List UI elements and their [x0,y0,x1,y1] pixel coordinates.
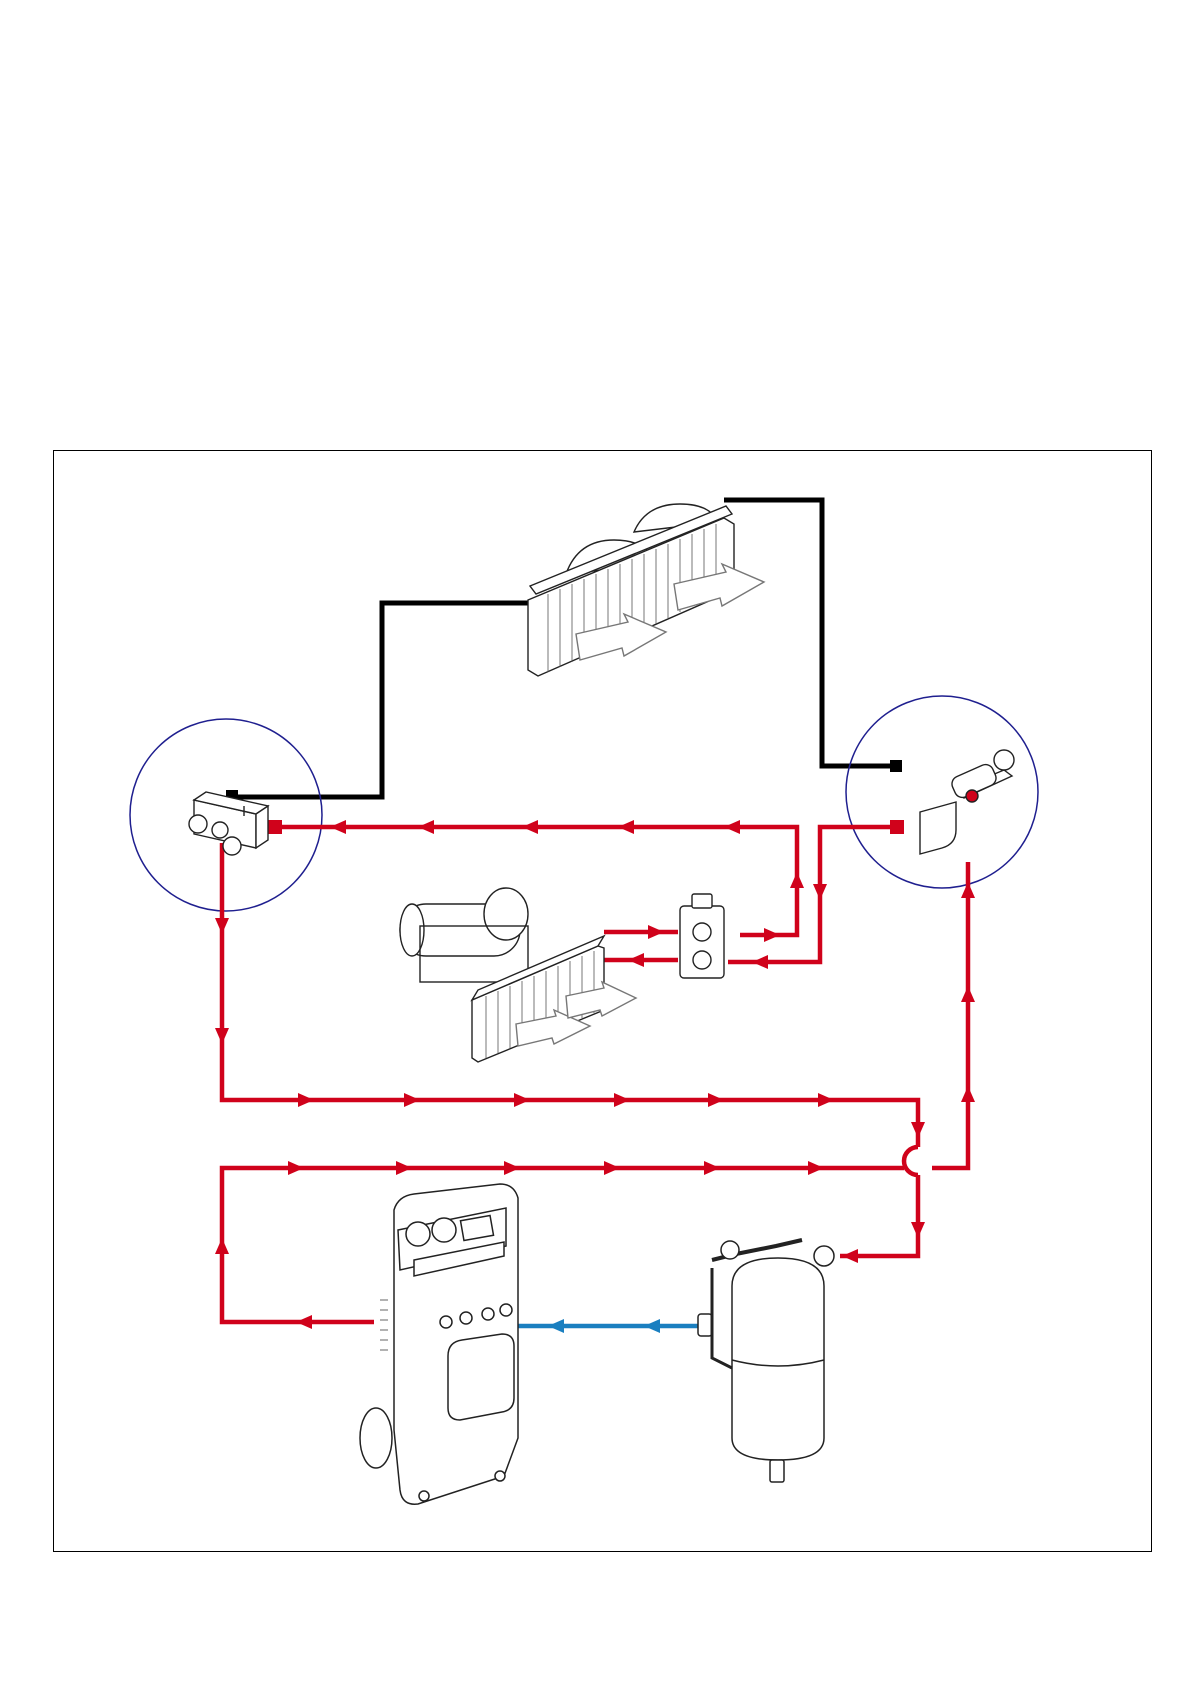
blower-wheel-right [484,888,528,940]
station-caster-1 [419,1491,429,1501]
arrow [790,872,804,888]
service-port [920,750,1014,854]
station-caster-2 [495,1471,505,1481]
expansion-valve [680,894,724,978]
station-wheel [360,1408,392,1468]
arrow [330,820,346,834]
arrow [752,955,768,969]
arrow [522,820,538,834]
receiver-tank [698,1240,834,1482]
arrow [396,1161,412,1175]
arrow [961,882,975,898]
arrow [961,1086,975,1102]
tank-side-valve [698,1314,712,1336]
refrigerant-lines [222,827,968,1322]
arrow [614,1093,630,1107]
switch-valve-1 [189,815,207,833]
arrow [704,1161,720,1175]
arrow [604,1161,620,1175]
arrow [504,1161,520,1175]
tank-valve-right [814,1246,834,1266]
station-coupler-4 [500,1304,512,1316]
station-coupler-2 [460,1312,472,1324]
tank-drain [770,1460,784,1482]
wire-terminal-right [890,760,902,772]
line-to-tank [840,1175,918,1256]
arrow [215,1238,229,1254]
arrow [215,918,229,934]
red-terminal-left [268,820,282,834]
arrow [648,925,664,939]
ac-service-station [360,1184,518,1504]
arrow [215,1028,229,1044]
flow-arrows [215,820,975,1329]
port-knob [994,750,1014,770]
station-coupler-1 [440,1316,452,1328]
port-bracket [920,802,956,854]
condenser-to-port-wire [724,500,896,766]
arrow [418,820,434,834]
arrow [808,1161,824,1175]
evaporator [400,888,636,1062]
arrow [813,884,827,900]
arrow [618,820,634,834]
service-port-detail-circle [846,696,1038,888]
arrow [296,1315,312,1329]
switch-valve-3 [223,837,241,855]
station-coupler-3 [482,1308,494,1320]
switch-to-condenser-wire [232,603,528,797]
port-nozzle [966,790,978,802]
arrow [911,1222,925,1238]
station-vents [380,1300,388,1350]
switch-side [256,806,268,848]
switch-valve-2 [212,822,228,838]
oil-arrow [644,1319,660,1333]
tank-body [732,1258,824,1460]
condenser [528,504,764,676]
arrow [818,1093,834,1107]
station-display [460,1216,493,1241]
arrow [842,1249,858,1263]
arrow [708,1093,724,1107]
arrow [404,1093,420,1107]
arrow [764,928,780,942]
arrow [514,1093,530,1107]
arrow [298,1093,314,1107]
station-door [448,1334,514,1420]
line-to-port [932,862,968,1168]
pressure-switch [189,792,268,855]
station-gauge-left [406,1222,430,1246]
arrow [911,1122,925,1138]
tank-side-pipe [712,1268,732,1368]
valve-port-1 [693,923,711,941]
oil-arrow [548,1319,564,1333]
arrow [961,986,975,1002]
valve-cap [692,894,712,908]
station-gauge-right [432,1218,456,1242]
arrow [724,820,740,834]
valve-port-2 [693,951,711,969]
line-top-supply [728,827,896,962]
arrow [288,1161,304,1175]
line-crossover [904,1147,918,1175]
arrow [628,953,644,967]
tank-valve-top [721,1241,739,1259]
red-terminal-right [890,820,904,834]
